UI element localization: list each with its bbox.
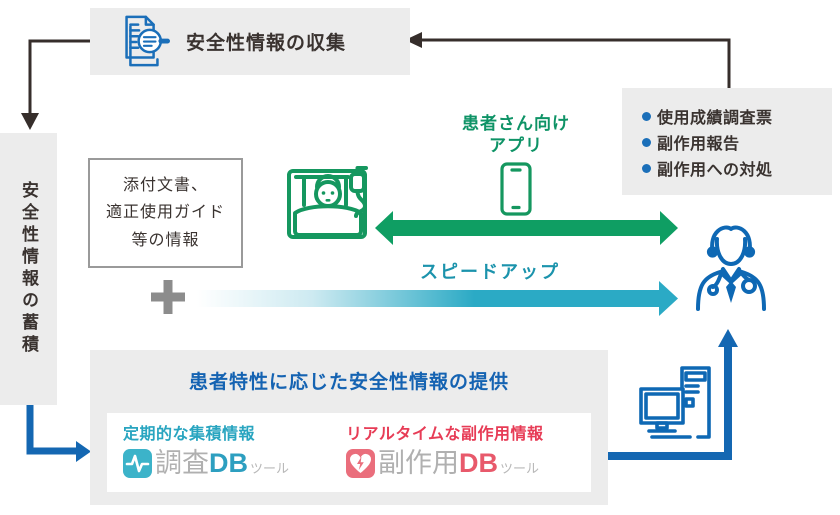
- list-item: 使用成績調査票: [642, 103, 832, 129]
- accumulation-arrow: [21, 39, 90, 130]
- documents-line: 等の情報: [131, 231, 200, 249]
- adr-tool-label: リアルタイムな副作用情報: [346, 426, 544, 443]
- feedback-box: 使用成績調査票 副作用報告 副作用への対処: [622, 88, 832, 195]
- provision-feed-arrow: [26, 405, 91, 462]
- survey-db-name: 調査: [155, 448, 209, 478]
- provision-box: 患者特性に応じた安全性情報の提供 定期的な集積情報 調査 DB ツール リアルタ…: [90, 350, 608, 505]
- pulse-db-icon: [123, 449, 152, 478]
- feedback-item-label: 副作用報告: [657, 136, 740, 153]
- documents-box: 添付文書、 適正使用ガイド 等の情報: [88, 158, 243, 268]
- bullet-icon: [642, 137, 651, 147]
- plus-icon: [151, 280, 185, 314]
- patient-doctor-arrow: [375, 211, 678, 245]
- bullet-icon: [642, 163, 651, 173]
- feedback-item-label: 副作用への対処: [657, 162, 773, 179]
- accumulation-bar: 安全性情報の蓄積: [0, 133, 57, 405]
- tools-panel: 定期的な集積情報 調査 DB ツール リアルタイムな副作用情報: [107, 413, 591, 492]
- list-item: 副作用への対処: [642, 155, 832, 181]
- patient-bed-icon: [287, 166, 368, 239]
- speedup-label: スピードアップ: [420, 262, 560, 282]
- adr-db-name: 副作用: [378, 448, 459, 478]
- documents-line: 適正使用ガイド: [105, 204, 225, 222]
- heart-db-icon: [346, 449, 375, 478]
- adr-db-logo: 副作用 DB ツール: [346, 449, 544, 478]
- provision-title: 患者特性に応じた安全性情報の提供: [188, 372, 509, 393]
- desktop-computer-icon: [639, 366, 711, 439]
- adr-db-db: DB: [459, 448, 498, 478]
- patient-app-label: 患者さん向け アプリ: [430, 113, 602, 158]
- collection-label: 安全性情報の収集: [186, 33, 347, 54]
- adr-db-suffix: ツール: [500, 461, 540, 476]
- adr-db-tool: リアルタイムな副作用情報 副作用 DB ツール: [346, 420, 544, 478]
- smartphone-icon: [500, 162, 532, 216]
- list-item: 副作用報告: [642, 129, 832, 155]
- survey-db-suffix: ツール: [250, 461, 290, 476]
- document-search-icon: [125, 15, 170, 66]
- survey-db-tool: 定期的な集積情報 調査 DB ツール: [123, 420, 289, 478]
- collection-return-arrow: [405, 32, 731, 88]
- speedup-arrow: [197, 281, 678, 316]
- bullet-icon: [642, 111, 651, 121]
- accumulation-label: 安全性情報の蓄積: [19, 181, 38, 357]
- survey-db-db: DB: [209, 448, 248, 478]
- collection-box: 安全性情報の収集: [90, 8, 410, 75]
- patient-app-line2: アプリ: [489, 136, 543, 156]
- documents-line: 添付文書、: [122, 177, 208, 195]
- survey-tool-label: 定期的な集積情報: [123, 426, 256, 443]
- patient-app-line1: 患者さん向け: [462, 114, 570, 133]
- doctor-icon: [696, 225, 766, 311]
- survey-db-logo: 調査 DB ツール: [123, 449, 289, 478]
- feedback-item-label: 使用成績調査票: [657, 110, 773, 127]
